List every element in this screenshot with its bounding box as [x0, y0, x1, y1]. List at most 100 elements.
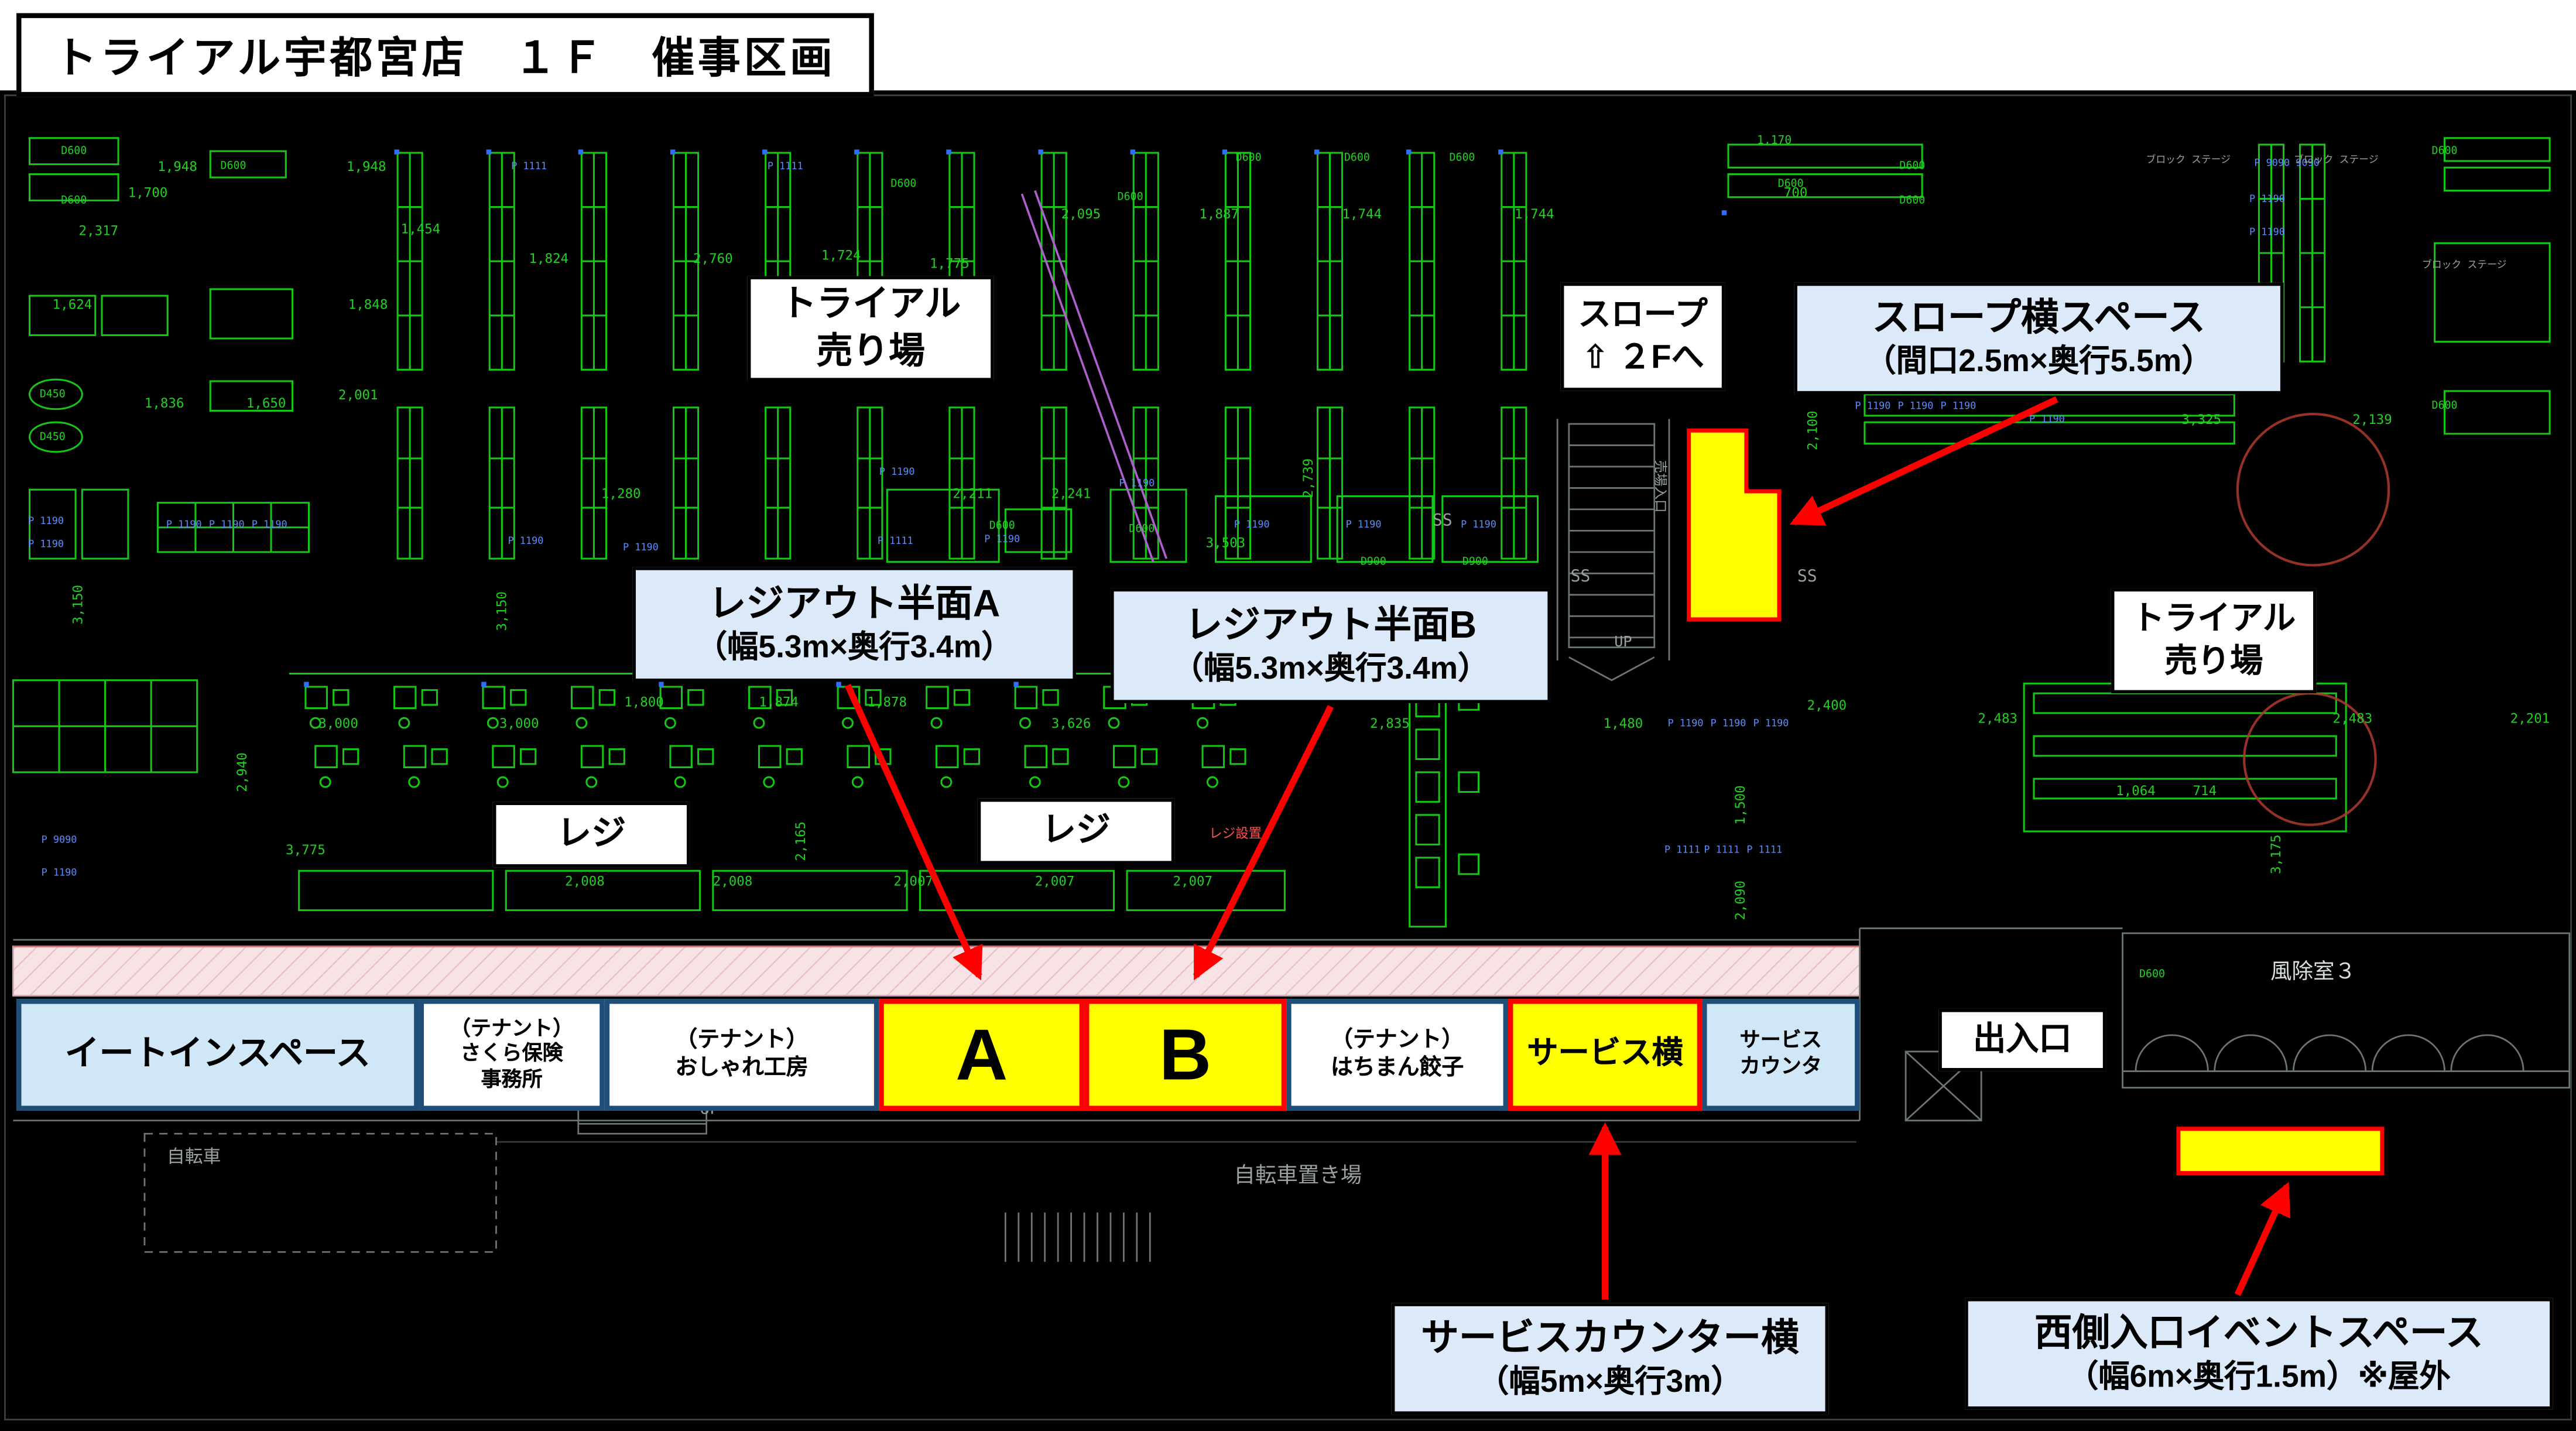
page-title: トライアル宇都宮店 １Ｆ 催事区画 [16, 13, 874, 97]
cad-text: 1,454 [400, 221, 441, 237]
cad-text: 2,001 [338, 388, 378, 403]
cad-text: 2,008 [565, 874, 605, 889]
callout-title: スロープ横スペース [1872, 295, 2206, 338]
callout-title: レジアウト半面A [708, 581, 1001, 624]
label-line: レジ [1042, 812, 1111, 850]
cad-text: D600 [1899, 159, 1926, 172]
zone-service-side: サービス横 [1508, 999, 1703, 1111]
cad-text: 自転車置き場 [1234, 1164, 1362, 1189]
cad-text: 1,744 [1515, 207, 1554, 222]
cad-text: P 1190 [1753, 718, 1789, 730]
cad-text: D600 [1449, 150, 1475, 164]
label-sales-floor-right: トライアル 売り場 [2111, 588, 2317, 694]
callout-west-entrance-event-space: 西側入口イベントスペース （幅6m×奥行1.5m）※屋外 [1965, 1298, 2553, 1410]
cad-text: D900 [1360, 554, 1386, 569]
cad-text: D600 [1129, 522, 1155, 536]
zone-label: A [955, 1014, 1008, 1095]
cad-text: 3,150 [494, 591, 509, 631]
label-line: トライアル [780, 283, 961, 324]
cad-text: P 1190 [879, 466, 915, 478]
cad-text: レジ設置 [1209, 826, 1262, 841]
zone-tenant-hachiman-gyoza: （テナント） はちまん餃子 [1286, 999, 1509, 1111]
zone-event-b: B [1084, 999, 1287, 1111]
cad-text: ブロック ステージ [2294, 154, 2379, 166]
slope-side-space-highlight [1687, 428, 1782, 622]
cad-text: UP [1614, 635, 1632, 652]
cad-text: P 1111 [511, 160, 547, 173]
zone-label-line: カウンタ [1739, 1055, 1822, 1078]
cad-text: D600 [1117, 190, 1143, 204]
cad-text: D600 [1235, 150, 1262, 164]
label-line: スロープ [1578, 297, 1708, 334]
label-line: レジ [557, 815, 626, 854]
cad-text: 1,650 [246, 396, 286, 411]
cad-text: SS [1570, 568, 1591, 587]
cad-text: 1,775 [930, 256, 970, 272]
cad-text: 2,090 [1733, 880, 1748, 920]
cad-text: D600 [1899, 193, 1926, 207]
cad-text: 3,626 [1051, 716, 1091, 731]
zone-label-line: （テナント） [675, 1027, 809, 1052]
arrow-slope-side [1789, 396, 2058, 526]
zone-label: サービス横 [1527, 1037, 1683, 1071]
arrow-regi-a [844, 683, 983, 981]
cad-text: P 1190 [1940, 400, 1976, 413]
callout-title: レジアウト半面B [1184, 602, 1477, 645]
cad-text: P 1190 [1897, 400, 1934, 413]
cad-text: D900 [1462, 554, 1488, 569]
zone-label-line: おしゃれ工房 [675, 1055, 809, 1080]
label-line: ⇧ ２Fへ [1581, 340, 1704, 376]
zone-label-line: （テナント） [1330, 1027, 1464, 1052]
zone-label-line: 事務所 [481, 1067, 543, 1091]
cad-text: SS [1797, 568, 1817, 587]
zone-event-a: A [879, 999, 1085, 1111]
label-register-right: レジ [977, 798, 1175, 865]
cad-text: D600 [1344, 150, 1370, 164]
cad-text: D600 [61, 193, 87, 207]
cad-text: P 1190 [1710, 718, 1746, 730]
callout-dimensions: （幅5.3m×奥行3.4m） [696, 630, 1013, 665]
cad-text: 1,887 [1199, 207, 1239, 222]
cad-text: 1,948 [346, 159, 386, 174]
cad-text: D600 [890, 177, 917, 190]
cad-text: 2,095 [1061, 207, 1101, 222]
arrow-regi-b [1193, 705, 1334, 981]
cad-text: 2,100 [1805, 410, 1821, 451]
cad-text: 1,500 [1733, 785, 1748, 825]
cad-text: P 1190 [508, 535, 544, 547]
callout-title: 西側入口イベントスペース [2034, 1310, 2483, 1354]
cad-text: 1,848 [348, 297, 388, 313]
cad-text: P 1111 [877, 535, 913, 547]
zone-service-counter: サービス カウンタ [1702, 999, 1860, 1111]
cad-text: D600 [220, 159, 246, 172]
cad-text: 700 [1783, 186, 1808, 201]
label-register-left: レジ [492, 802, 690, 868]
cad-text: P 1190 [1461, 519, 1496, 531]
cad-text: 1,836 [144, 396, 184, 411]
cad-text: D600 [2431, 144, 2458, 158]
cad-text: P 1190 [166, 519, 202, 531]
cad-text: P 1190 [41, 867, 77, 879]
cad-text: P 1190 [1119, 478, 1155, 490]
cad-text: 2,007 [893, 874, 934, 889]
arrow-west-entrance [2234, 1182, 2290, 1296]
cad-text: 3,325 [2181, 412, 2222, 427]
zone-label-line: さくら保険 [460, 1042, 563, 1065]
cad-text: 1,064 [2116, 783, 2156, 799]
cad-text: 3,150 [70, 584, 85, 625]
cad-text: P 1190 [28, 539, 64, 551]
cad-text: 1,874 [759, 694, 799, 710]
cad-text: 2,201 [2510, 711, 2550, 727]
cad-text: 1,800 [624, 694, 664, 710]
cad-text: P 1190 [2249, 227, 2285, 238]
cad-text: 2,400 [1807, 698, 1847, 713]
cad-text: D600 [61, 144, 87, 158]
callout-dimensions: （間口2.5m×奥行5.5m） [1865, 344, 2213, 379]
cad-text: P 9090 9090 [2254, 158, 2320, 170]
zone-label: イートインスペース [64, 1035, 371, 1073]
callout-regi-a: レジアウト半面A （幅5.3m×奥行3.4m） [632, 567, 1077, 682]
